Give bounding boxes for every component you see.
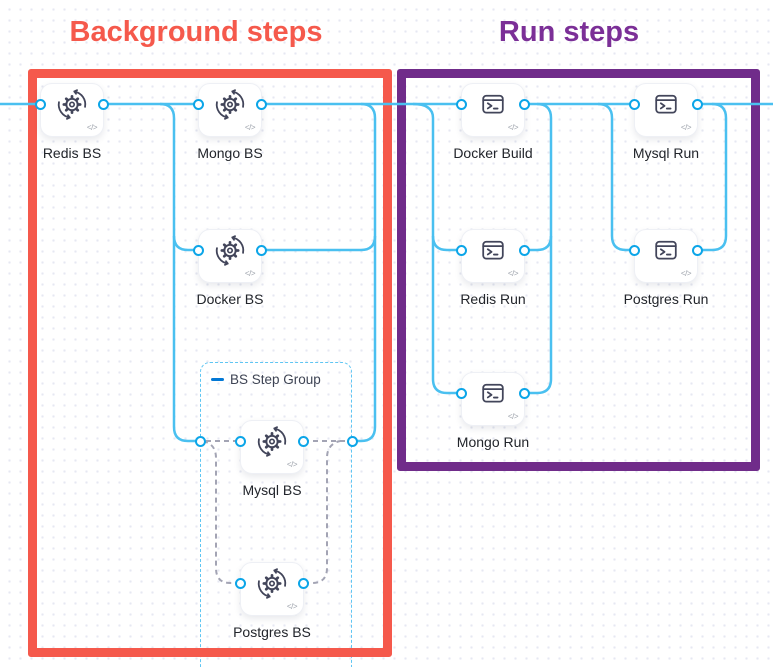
node-mysql-run[interactable]: </> Mysql Run — [629, 83, 703, 161]
run-step-icon — [653, 92, 680, 117]
port-in[interactable] — [193, 98, 204, 110]
background-step-icon — [257, 568, 288, 599]
port-in[interactable] — [193, 244, 204, 256]
code-icon: </> — [286, 460, 298, 469]
run-step-icon — [480, 238, 507, 263]
step-card[interactable]: </> — [461, 372, 525, 426]
port-out[interactable] — [519, 387, 530, 399]
step-card[interactable]: </> — [461, 83, 525, 137]
node-docker-build[interactable]: </> Docker Build — [453, 83, 533, 161]
background-step-icon — [215, 235, 246, 266]
step-card[interactable]: </> — [240, 420, 304, 474]
step-card[interactable]: </> — [461, 229, 525, 283]
run-step-icon — [480, 92, 507, 117]
step-card[interactable]: </> — [198, 83, 262, 137]
step-label: Redis Run — [460, 291, 526, 307]
step-card[interactable]: </> — [634, 83, 698, 137]
run-step-icon — [653, 238, 680, 263]
background-step-icon — [215, 89, 246, 120]
run-step-icon — [480, 381, 507, 406]
step-label: Redis BS — [42, 145, 102, 161]
bs-step-group-box[interactable]: BS Step Group — [200, 362, 352, 667]
node-redis-bs[interactable]: </> Redis BS — [35, 83, 109, 161]
group-junction-in[interactable] — [194, 435, 206, 447]
step-label: Docker BS — [196, 291, 264, 307]
code-icon: </> — [680, 123, 692, 132]
run-steps-title: Run steps — [498, 16, 640, 48]
step-group-label: BS Step Group — [230, 372, 321, 387]
port-in[interactable] — [235, 435, 246, 447]
port-in[interactable] — [456, 98, 467, 110]
node-mongo-run[interactable]: </> Mongo Run — [456, 372, 530, 450]
port-out[interactable] — [692, 244, 703, 256]
code-icon: </> — [244, 123, 256, 132]
step-label: Mongo BS — [197, 145, 263, 161]
step-label: Postgres Run — [623, 291, 709, 307]
port-in[interactable] — [629, 244, 640, 256]
run-steps-frame — [397, 69, 760, 471]
port-out[interactable] — [519, 244, 530, 256]
port-out[interactable] — [692, 98, 703, 110]
code-icon: </> — [507, 412, 519, 421]
node-redis-run[interactable]: </> Redis Run — [456, 229, 530, 307]
port-in[interactable] — [629, 98, 640, 110]
background-step-icon — [57, 89, 88, 120]
step-card[interactable]: </> — [634, 229, 698, 283]
group-junction-out[interactable] — [346, 435, 358, 447]
node-mysql-bs[interactable]: </> Mysql BS — [235, 420, 309, 498]
node-mongo-bs[interactable]: </> Mongo BS — [193, 83, 267, 161]
code-icon: </> — [680, 269, 692, 278]
code-icon: </> — [86, 123, 98, 132]
port-out[interactable] — [298, 577, 309, 589]
port-out[interactable] — [256, 244, 267, 256]
port-in[interactable] — [456, 387, 467, 399]
step-label: Mongo Run — [456, 434, 530, 450]
step-label: Mysql Run — [632, 145, 700, 161]
background-steps-frame — [28, 69, 392, 657]
node-docker-bs[interactable]: </> Docker BS — [193, 229, 267, 307]
step-label: Postgres BS — [233, 624, 311, 640]
node-postgres-run[interactable]: </> Postgres Run — [624, 229, 708, 307]
step-card[interactable]: </> — [198, 229, 262, 283]
code-icon: </> — [507, 123, 519, 132]
step-card[interactable]: </> — [240, 562, 304, 616]
code-icon: </> — [507, 269, 519, 278]
step-label: Mysql BS — [242, 482, 302, 498]
node-postgres-bs[interactable]: </> Postgres BS — [233, 562, 311, 640]
step-label: Docker Build — [453, 145, 533, 161]
port-out[interactable] — [256, 98, 267, 110]
collapse-minus-icon[interactable] — [211, 378, 224, 381]
bs-step-group-header[interactable]: BS Step Group — [211, 372, 321, 387]
port-out[interactable] — [519, 98, 530, 110]
step-card[interactable]: </> — [40, 83, 104, 137]
port-in[interactable] — [456, 244, 467, 256]
code-icon: </> — [286, 602, 298, 611]
port-out[interactable] — [98, 98, 109, 110]
port-in[interactable] — [35, 98, 46, 110]
background-step-icon — [257, 426, 288, 457]
background-steps-title: Background steps — [69, 16, 323, 48]
code-icon: </> — [244, 269, 256, 278]
port-out[interactable] — [298, 435, 309, 447]
port-in[interactable] — [235, 577, 246, 589]
